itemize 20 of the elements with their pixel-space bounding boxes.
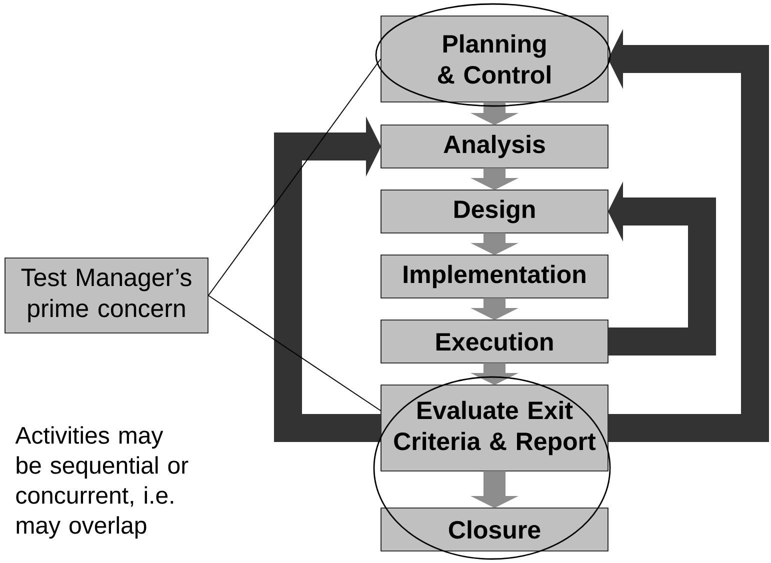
feedback-arrow bbox=[608, 29, 769, 442]
process-box: Analysis bbox=[380, 124, 608, 168]
process-box: Implementation bbox=[380, 254, 608, 298]
feedback-arrow bbox=[274, 116, 381, 442]
process-box: Design bbox=[380, 190, 608, 234]
feedback-arrow bbox=[608, 182, 716, 356]
note-text: Activities may be sequential or concurrent, i.e. may overlap bbox=[15, 426, 188, 539]
block-arrow bbox=[470, 363, 518, 385]
block-arrow bbox=[470, 168, 518, 190]
block-arrow bbox=[470, 471, 518, 508]
process-box: Execution bbox=[380, 320, 608, 364]
process-box: Planning & Control bbox=[380, 16, 608, 102]
leader-line bbox=[208, 295, 382, 412]
block-arrow bbox=[470, 102, 518, 125]
block-arrow bbox=[470, 233, 518, 255]
process-box: Closure bbox=[380, 508, 608, 552]
callout-box: Test Manager’s prime concern bbox=[4, 258, 208, 334]
block-arrow bbox=[470, 298, 518, 320]
process-box: Evaluate Exit Criteria & Report bbox=[380, 384, 608, 472]
leader-line bbox=[208, 58, 382, 296]
